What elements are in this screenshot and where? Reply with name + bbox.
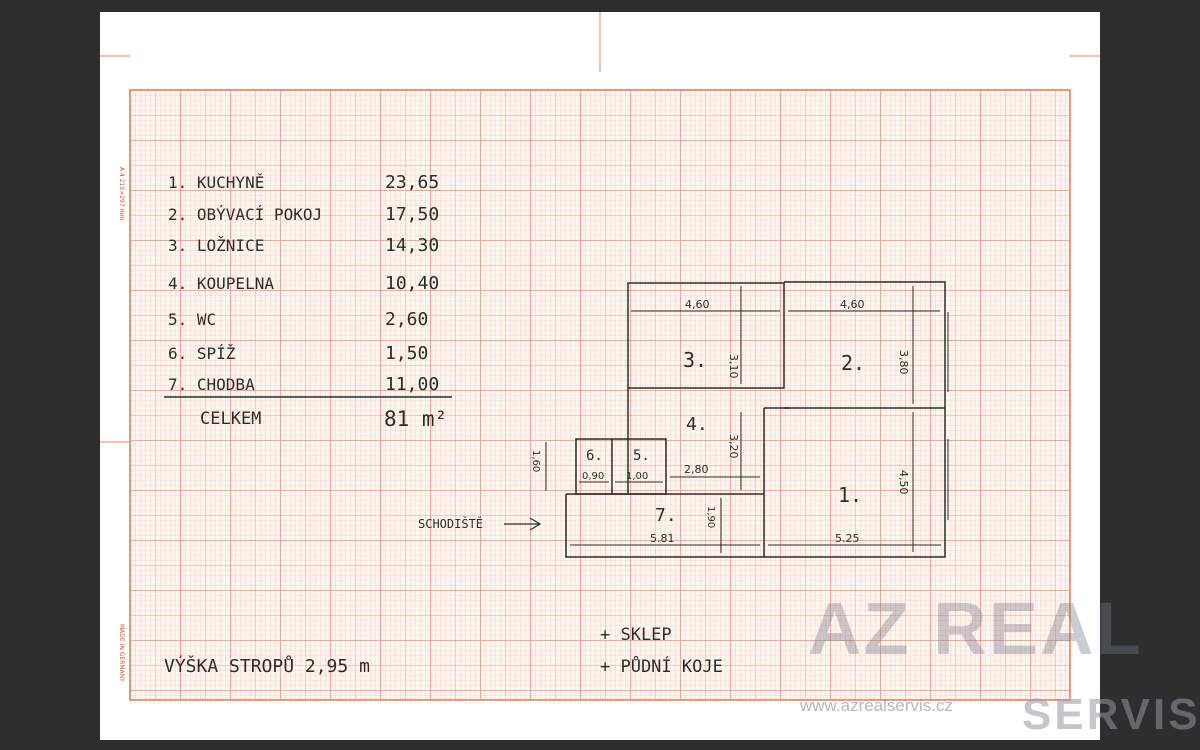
stairs-label: SCHODIŠTĚ <box>418 516 483 531</box>
legend-label-5: 5. WC <box>168 310 216 329</box>
room-number-5: 5. <box>633 448 650 464</box>
room-7-walls <box>565 494 764 558</box>
room-legend: 1. KUCHYNĚ 23,65 2. OBÝVACÍ POKOJ 17,50 … <box>164 172 452 431</box>
dim-5-81: 5.81 <box>650 532 675 545</box>
room-3-walls <box>627 282 785 389</box>
room-2-walls <box>784 281 946 409</box>
ceiling-height-note: VÝŠKA STROPŮ 2,95 m <box>164 655 370 677</box>
dimension-lines <box>545 286 949 553</box>
dim-0-90: 0,90 <box>582 471 604 482</box>
room-number-3: 3. <box>683 348 707 372</box>
watermark-url: www.azrealservis.cz <box>800 696 954 715</box>
paper-made-in-label: MADE IN GERMANY <box>118 624 125 682</box>
legend-value-6: 1,50 <box>385 343 428 364</box>
dim-1-00: 1,00 <box>626 471 648 482</box>
legend-label-3: 3. LOŽNICE <box>168 236 264 255</box>
room-number-6: 6. <box>586 448 603 464</box>
legend-value-5: 2,60 <box>385 309 428 330</box>
dim-4-50: 4,50 <box>897 470 910 495</box>
paper-format-label: A 4 210×297 mm <box>118 167 125 220</box>
dim-3-10: 3,10 <box>727 354 740 379</box>
room-number-4: 4. <box>686 414 708 435</box>
legend-value-7: 11,00 <box>385 374 439 395</box>
legend-value-1: 23,65 <box>385 172 439 193</box>
room-number-1: 1. <box>838 483 862 507</box>
legend-label-6: 6. SPÍŽ <box>168 344 236 363</box>
dimension-labels: 4,60 4,60 3,10 3,80 3,20 4,50 1,60 0,90 … <box>530 298 910 545</box>
dim-4-60-right: 4,60 <box>840 298 865 311</box>
total-label: CELKEM <box>200 409 261 429</box>
watermark-brand: AZ REAL <box>808 587 1143 670</box>
dim-3-20: 3,20 <box>727 434 740 459</box>
legend-label-4: 4. KOUPELNA <box>168 274 274 293</box>
legend-label-2: 2. OBÝVACÍ POKOJ <box>168 205 322 224</box>
total-value: 81 m² <box>384 407 447 431</box>
dim-1-90: 1,90 <box>705 506 716 528</box>
legend-value-3: 14,30 <box>385 235 439 256</box>
walls <box>565 281 946 558</box>
watermark-sub: SERVIS <box>1022 690 1200 739</box>
legend-label-1: 1. KUCHYNĚ <box>168 173 264 192</box>
extra-attic: + PŮDNÍ KOJE <box>600 655 723 677</box>
room-number-2: 2. <box>841 351 865 375</box>
room-1-walls <box>764 408 946 558</box>
legend-label-7: 7. CHODBA <box>168 375 255 394</box>
stairs-arrow-icon <box>504 517 542 531</box>
dim-4-60-left: 4,60 <box>685 298 710 311</box>
graph-paper-sheet: A 4 210×297 mm MADE IN GERMANY 1. KUCHYN… <box>100 12 1100 740</box>
dim-1-60: 1,60 <box>530 450 541 472</box>
dim-5-25: 5.25 <box>835 532 860 545</box>
room-numbers: 1. 2. 3. 4. 5. 6. 7. <box>586 348 865 526</box>
floor-plan-drawing: A 4 210×297 mm MADE IN GERMANY 1. KUCHYN… <box>100 12 1100 701</box>
legend-value-2: 17,50 <box>385 204 439 225</box>
extra-cellar: + SKLEP <box>600 625 672 645</box>
room-number-7: 7. <box>655 505 677 526</box>
legend-value-4: 10,40 <box>385 273 439 294</box>
dim-3-80: 3,80 <box>897 350 910 375</box>
dim-2-80: 2,80 <box>684 463 709 476</box>
